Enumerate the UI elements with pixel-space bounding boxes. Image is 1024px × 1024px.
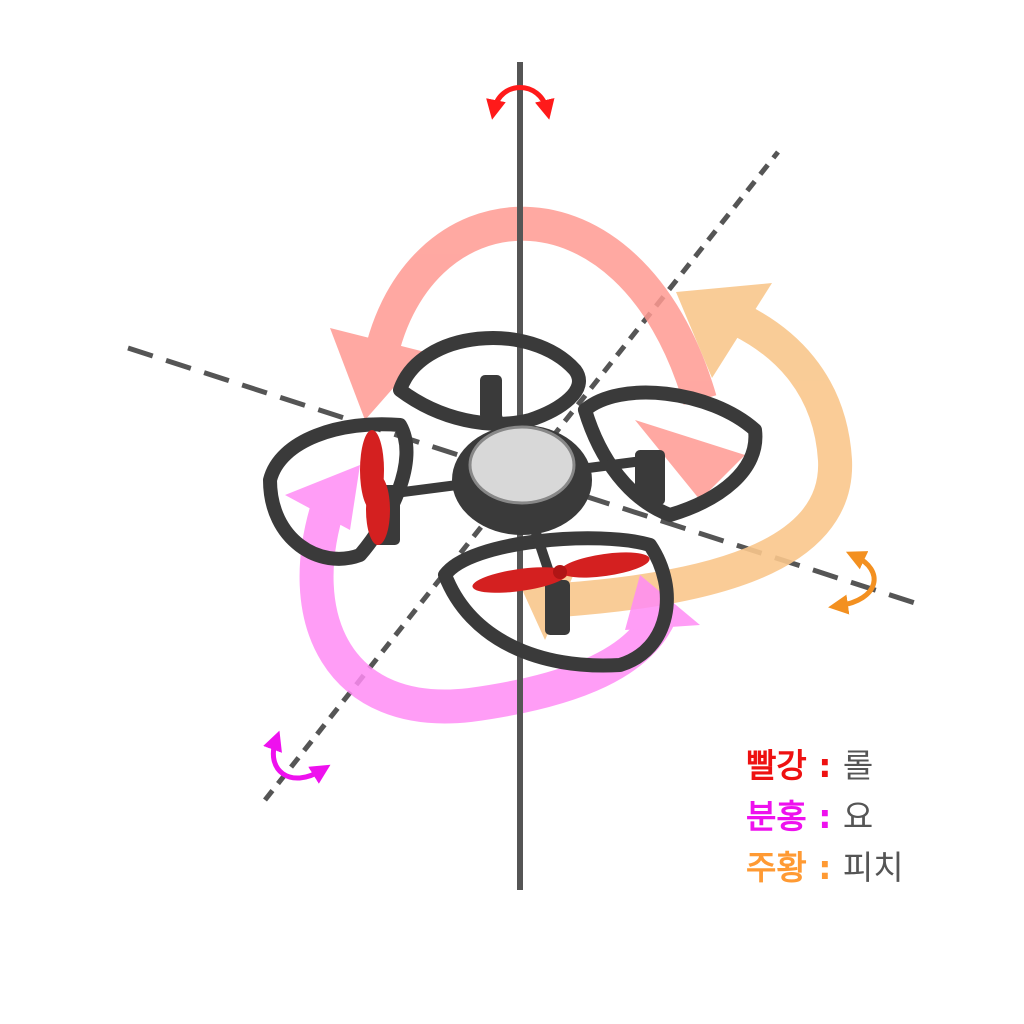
legend-pitch: 주황 : 피치 <box>746 842 904 893</box>
legend-meaning: 피치 <box>842 848 904 887</box>
legend-meaning: 요 <box>842 797 874 836</box>
roll-arc <box>330 206 745 500</box>
propellers <box>360 430 650 593</box>
legend-color-label: 주황 <box>746 848 807 887</box>
legend-color-label: 빨강 <box>746 746 807 785</box>
pitch-rotation-icon <box>828 551 877 615</box>
legend-meaning: 롤 <box>842 746 874 785</box>
legend-color-label: 분홍 <box>746 797 807 836</box>
legend-separator: : <box>806 797 843 836</box>
legend-yaw: 분홍 : 요 <box>746 791 904 842</box>
yaw-rotation-icon <box>263 730 331 784</box>
legend-separator: : <box>806 848 843 887</box>
roll-rotation-icon <box>486 85 555 120</box>
legend-roll: 빨강 : 롤 <box>746 740 904 791</box>
legend: 빨강 : 롤 분홍 : 요 주황 : 피치 <box>746 740 904 893</box>
legend-separator: : <box>806 746 843 785</box>
